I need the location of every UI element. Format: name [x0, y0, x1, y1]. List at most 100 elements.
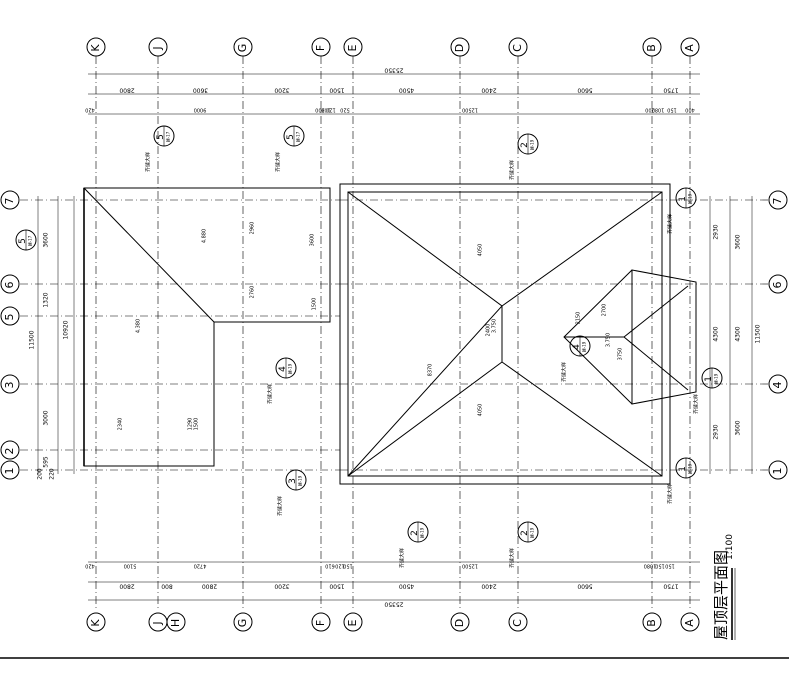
dim-bottom-row2: 150	[665, 563, 675, 569]
plan-dimension-label: 4050	[478, 404, 484, 417]
grid-bubble-label: J	[151, 621, 164, 625]
grid-bubble: K	[86, 37, 106, 57]
dim-left: 200	[37, 468, 44, 480]
right-roof	[339, 183, 697, 485]
grid-bubble-label: 1	[771, 468, 784, 475]
plan-dimension-label: 2400	[486, 324, 492, 337]
dim-top-row1: 4500	[399, 87, 414, 94]
grid-bubble: B	[642, 612, 662, 632]
grid-bubble: 4	[768, 374, 788, 394]
dim-top-row2: 520	[340, 107, 350, 113]
plan-dimension-label: 3600	[310, 234, 316, 247]
grid-bubble-label: 6	[3, 282, 16, 289]
callout-sheet: 建-19	[581, 341, 587, 352]
dim-top-row1: 3200	[274, 87, 289, 94]
dim-bottom-row1: 3200	[274, 583, 289, 590]
grid-bubble-label: 3	[3, 382, 16, 389]
dim-bottom-row2: 12500	[462, 563, 478, 569]
grid-bubble-label: 5	[3, 314, 16, 321]
plan-dimension-label: 4.380	[136, 319, 142, 333]
grid-bubble-label: F	[314, 45, 327, 51]
dim-top-row1: 3600	[193, 87, 208, 94]
callout-label: 齐缝大样	[275, 152, 282, 172]
plan-dimension-label: 3.750	[606, 333, 612, 347]
drawing-title-text: 屋顶层平面图	[712, 550, 730, 640]
callout-label: 齐缝大样	[561, 362, 568, 382]
dim-right: 2930	[713, 424, 720, 439]
grid-bubble-label: A	[683, 619, 696, 627]
plan-dimension-label: 4050	[478, 244, 484, 257]
callout-label: 齐缝大样	[693, 394, 700, 414]
grid-bubble: D	[450, 37, 470, 57]
grid-bubble: 7	[0, 190, 20, 210]
callout-number: 1	[678, 466, 688, 472]
dim-top-row1: 2400	[481, 87, 496, 94]
grid-bubble-label: 6	[771, 282, 784, 289]
grid-bubble: K	[86, 612, 106, 632]
dim-bottom-row1: 2400	[481, 583, 496, 590]
grid-bubble: 5	[0, 306, 20, 326]
grid-bubble-label: 4	[771, 382, 784, 389]
dimension-lines	[37, 73, 753, 601]
dim-top-row2: 9000	[194, 107, 207, 113]
grid-bubble: E	[343, 37, 363, 57]
left-roof	[83, 187, 331, 467]
callout-label: 齐缝大样	[667, 214, 674, 234]
plan-dimension-label: 1290	[188, 418, 194, 431]
callout-label: 齐缝大样	[509, 160, 516, 180]
dim-top-row2: 12500	[462, 107, 478, 113]
callout-sheet: 建-17	[27, 235, 33, 246]
dim-bottom-row1: 2800	[202, 583, 217, 590]
plan-dimension-label: 3.750	[492, 319, 498, 333]
callout-label: 齐缝大样	[145, 152, 152, 172]
callout-sheet: 建-19	[687, 193, 693, 204]
grid-bubble: B	[642, 37, 662, 57]
dim-left: 595	[43, 456, 50, 468]
callout-sheet: 建-19	[529, 527, 535, 538]
plan-dimension-label: 2960	[250, 222, 256, 235]
grid-bubble-label: C	[511, 619, 524, 627]
callout-number: 4	[278, 366, 288, 372]
grid-bubble: C	[508, 37, 528, 57]
dim-top-row2: 200	[645, 107, 655, 113]
callout-label: 齐缝大样	[399, 548, 406, 568]
dim-bottom-row2: 420	[85, 563, 95, 569]
dim-top-row2: 1080	[652, 107, 665, 113]
plan-dimension-label: 4.880	[202, 229, 208, 243]
callout-number: 5	[18, 238, 28, 244]
callout-sheet: 建-19	[297, 475, 303, 486]
grid-bubble: 1	[768, 460, 788, 480]
callout-number: 5	[286, 134, 296, 140]
plan-dimension-label: 3750	[618, 348, 624, 361]
callout-number: 1	[704, 376, 714, 382]
callout-sheet: 建-17	[165, 131, 171, 142]
dim-left: 3600	[43, 232, 50, 247]
grid-bubble-label: K	[89, 44, 102, 52]
grid-bubble: G	[233, 612, 253, 632]
grid-bubble: J	[148, 612, 168, 632]
plan-dimension-label: 2760	[250, 286, 256, 299]
dim-top-row2: 400	[685, 107, 695, 113]
dim-bottom-row1: 1750	[663, 583, 678, 590]
grid-bubble: 2	[0, 440, 20, 460]
dim-top-row1: 1500	[329, 87, 344, 94]
callout-sheet: 建-19	[529, 139, 535, 150]
dim-bottom-row2: 150	[655, 563, 665, 569]
dim-bottom-row1: 2800	[119, 583, 134, 590]
callout-number: 2	[520, 142, 530, 148]
callout-number: 4	[572, 344, 582, 350]
callout-number: 1	[678, 196, 688, 202]
dim-right: 4300	[735, 326, 742, 341]
dim-top-row2: 150	[667, 107, 677, 113]
dim-right: 4300	[713, 326, 720, 341]
grid-bubble-label: D	[453, 619, 466, 627]
grid-bubble-label: 1	[3, 468, 16, 475]
grid-bubble-label: H	[169, 619, 182, 627]
